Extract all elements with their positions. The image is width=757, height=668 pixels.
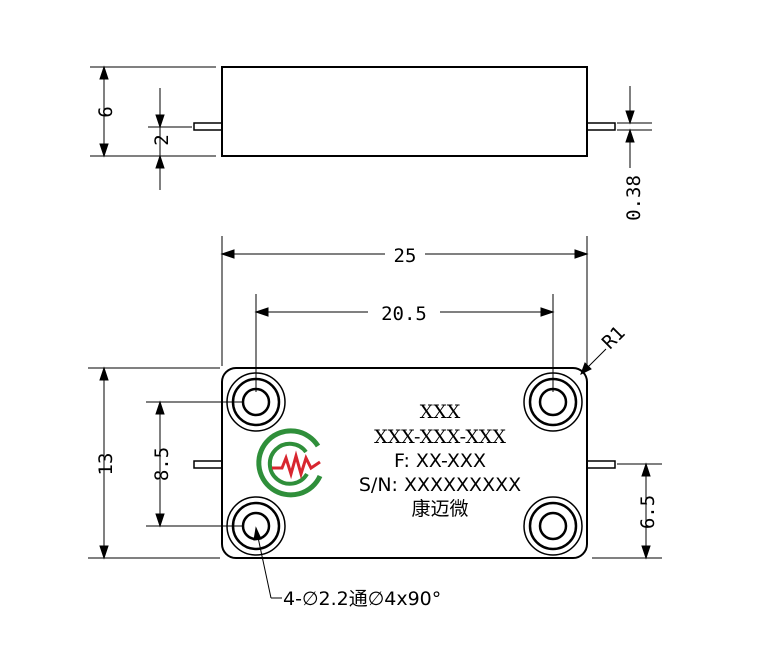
top-pin-right (586, 460, 616, 469)
logo-zigzag (272, 450, 321, 480)
dim-height-side-text: 6 (95, 106, 117, 117)
label-line-1: XXX (420, 401, 461, 423)
dim-pin-height (148, 88, 192, 190)
hole-callout-leader (253, 526, 282, 599)
label-line-2: XXX-XXX-XXX (374, 426, 506, 448)
top-pin-left (193, 460, 223, 469)
logo-ring-inner (267, 441, 309, 486)
dim-hole-spacing-y (146, 400, 244, 528)
dim-hole-spacing-y-text: 8.5 (151, 447, 173, 481)
dim-pin-thickness-text: 0.38 (623, 175, 645, 221)
dim-height-top-text: 13 (95, 453, 117, 476)
dim-pin-thickness (617, 86, 652, 168)
dim-width-overall-text: 25 (394, 245, 417, 267)
dim-corner-radius-text: R1 (598, 322, 630, 354)
dim-height-side (90, 65, 216, 158)
dim-pin-offset-text: 6.5 (637, 495, 659, 529)
logo-ring (256, 428, 323, 498)
dim-pin-offset (592, 462, 662, 560)
top-view (193, 367, 616, 559)
side-pin-right (586, 122, 616, 131)
side-body (221, 66, 588, 157)
product-label: XXX XXX-XXX-XXX F: XX-XXX S/N: XXXXXXXXX… (359, 401, 521, 520)
label-line-3: F: XX-XXX (394, 450, 486, 472)
side-pin-left (193, 122, 223, 131)
hole-bottom-right (523, 496, 583, 556)
dim-corner-radius (580, 348, 607, 376)
dim-hole-spacing-x (254, 294, 555, 392)
company-logo (256, 428, 323, 498)
dim-pin-height-text: 2 (151, 134, 173, 145)
label-line-4: S/N: XXXXXXXXX (359, 474, 521, 496)
side-view (193, 66, 616, 157)
hole-callout-text: 4-∅2.2通∅4x90° (283, 588, 441, 610)
dim-width-overall (220, 236, 589, 366)
label-line-5: 康迈微 (411, 498, 468, 520)
dim-height-top (88, 366, 220, 560)
dim-hole-spacing-x-text: 20.5 (381, 303, 427, 325)
